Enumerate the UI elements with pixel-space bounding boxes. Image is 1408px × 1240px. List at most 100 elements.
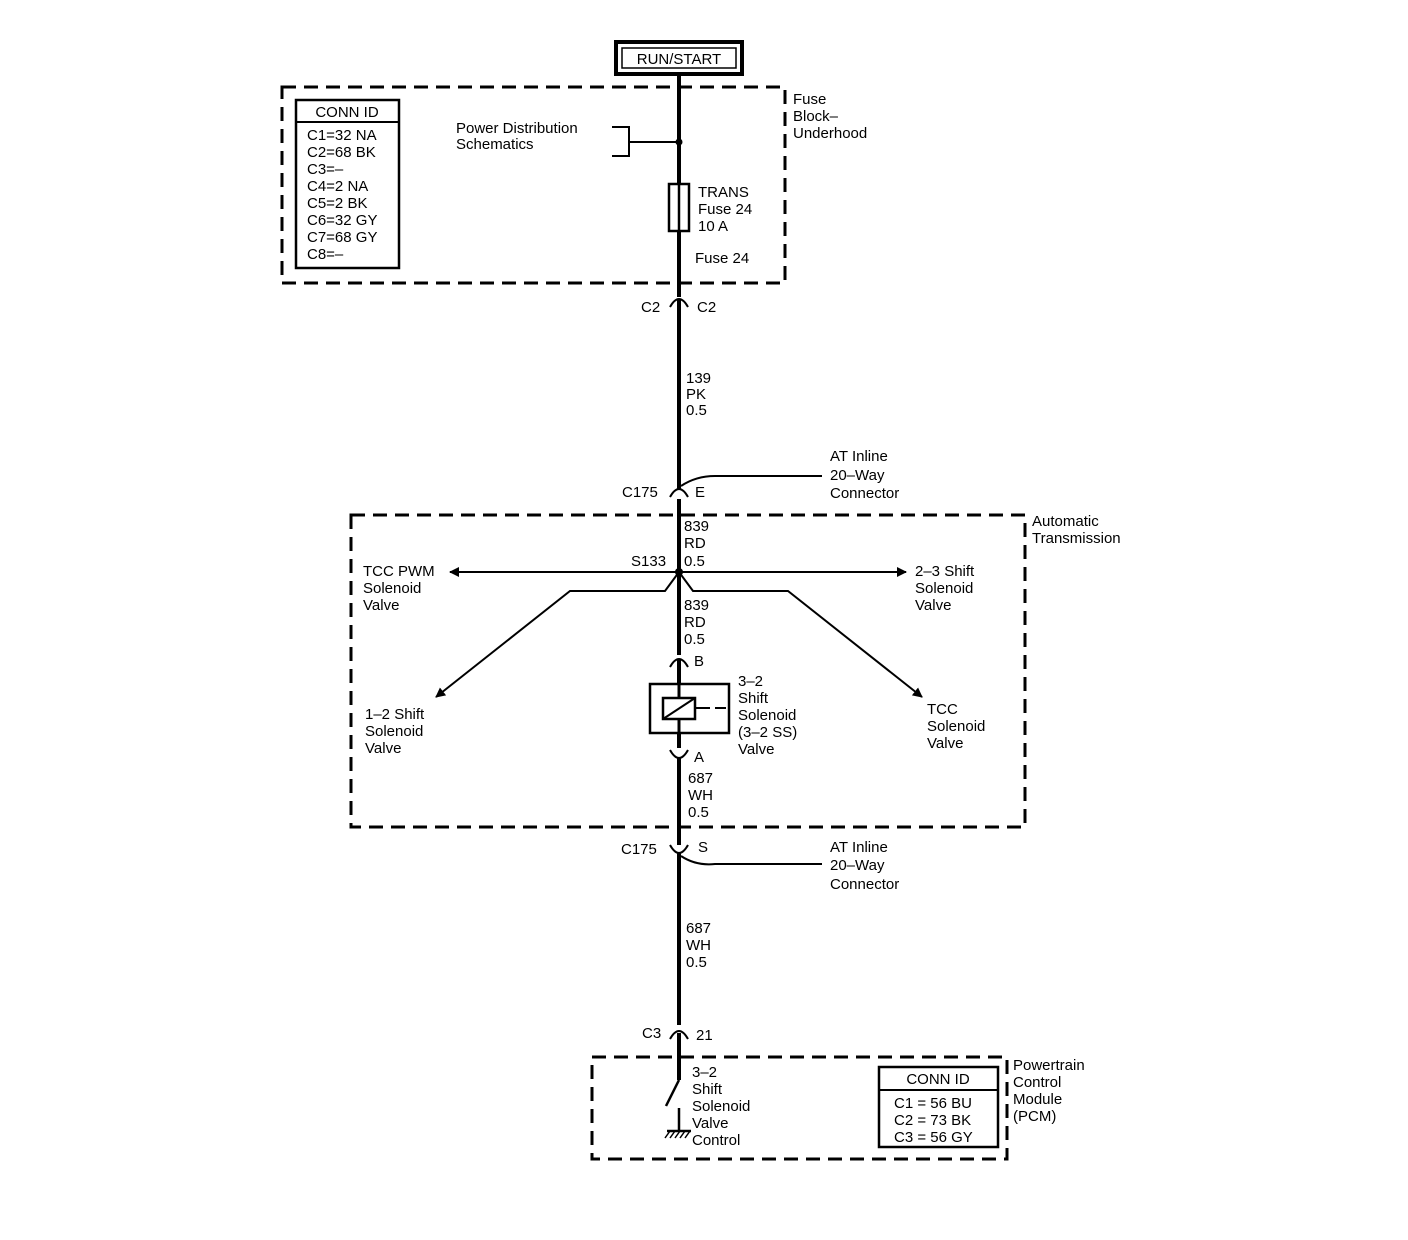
svg-text:Valve: Valve [738,741,774,758]
svg-text:Module: Module [1013,1091,1062,1108]
svg-text:Shift: Shift [738,690,769,707]
svg-text:TRANS: TRANS [698,184,749,201]
svg-text:Valve: Valve [363,597,399,614]
svg-text:S133: S133 [631,553,666,570]
svg-text:0.5: 0.5 [684,553,705,570]
svg-text:TCC PWM: TCC PWM [363,563,435,580]
svg-text:RD: RD [684,535,706,552]
svg-text:Transmission: Transmission [1032,530,1121,547]
conn-id-row: C1 = 56 BU [894,1095,972,1112]
svg-text:WH: WH [686,937,711,954]
svg-text:Valve: Valve [927,735,963,752]
connector-c175-pin-s: C175 S [621,839,822,866]
svg-text:Powertrain: Powertrain [1013,1057,1085,1074]
fuse-24-symbol [667,182,691,233]
svg-text:AT Inline: AT Inline [830,839,888,856]
svg-text:PK: PK [686,386,706,403]
conn-id-row: C8=– [307,246,344,263]
solenoid-3-2-label: 3–2 Shift Solenoid (3–2 SS) Valve [738,673,797,758]
pcm-boundary [590,1055,1009,1161]
wire-label-687-wh-lower: 687 WH 0.5 [686,920,711,971]
connector-pin-a: A [669,749,704,766]
fuse-name: Fuse 24 [695,250,749,267]
svg-text:C3: C3 [642,1025,661,1042]
conn-id-row: C1=32 NA [307,127,377,144]
svg-text:Schematics: Schematics [456,136,534,153]
conn-id-header: CONN ID [315,104,379,121]
svg-text:Solenoid: Solenoid [365,723,423,740]
svg-text:Solenoid: Solenoid [692,1098,750,1115]
svg-text:Block–: Block– [793,108,839,125]
svg-text:AT Inline: AT Inline [830,448,888,465]
branch-tcc [678,571,923,698]
conn-id-row: C2=68 BK [307,144,376,161]
fuse-block-name: Fuse Block– Underhood [793,91,867,142]
wire-label-839-rd-lower: 839 RD 0.5 [684,597,709,648]
svg-text:E: E [695,484,705,501]
connector-c175-pin-e: C175 E [622,475,822,501]
svg-text:Shift: Shift [692,1081,723,1098]
tcc-solenoid-label: TCC Solenoid Valve [927,701,985,752]
run-start-power-box: RUN/START [614,40,744,76]
ground-symbol [664,1129,691,1139]
svg-text:20–Way: 20–Way [830,467,885,484]
conn-id-row: C6=32 GY [307,212,377,229]
branch-1-2-shift [435,571,680,698]
svg-text:10 A: 10 A [698,218,728,235]
shift-2-3-solenoid-label: 2–3 Shift Solenoid Valve [915,563,975,614]
svg-text:Connector: Connector [830,485,899,502]
svg-text:RD: RD [684,614,706,631]
pcm-conn-id-table: CONN ID C1 = 56 BU C2 = 73 BK C3 = 56 GY [877,1065,1000,1149]
c175-bottom-description: AT Inline 20–Way Connector [830,839,899,893]
shift-1-2-solenoid-label: 1–2 Shift Solenoid Valve [365,706,425,757]
run-start-label: RUN/START [637,51,721,68]
conn-id-row: C3=– [307,161,344,178]
conn-id-row: C7=68 GY [307,229,377,246]
svg-text:Valve: Valve [365,740,401,757]
svg-text:B: B [694,653,704,670]
transmission-name: Automatic Transmission [1032,513,1121,547]
conn-id-row: C2 = 73 BK [894,1112,971,1129]
svg-text:Solenoid: Solenoid [738,707,796,724]
svg-text:C2: C2 [697,299,716,316]
connector-pin-b: B [669,653,704,670]
pcm-control-label: 3–2 Shift Solenoid Valve Control [692,1064,750,1149]
power-distribution-reference: Power Distribution Schematics [456,120,683,157]
pcm-name: Powertrain Control Module (PCM) [1013,1057,1085,1125]
svg-text:Control: Control [692,1132,740,1149]
wire-label-139-pk: 139 PK 0.5 [686,370,711,419]
conn-id-row: C4=2 NA [307,178,368,195]
svg-text:A: A [694,749,704,766]
svg-text:139: 139 [686,370,711,387]
svg-text:Solenoid: Solenoid [915,580,973,597]
svg-text:Fuse 24: Fuse 24 [698,201,752,218]
svg-text:C175: C175 [621,841,657,858]
svg-text:Solenoid: Solenoid [927,718,985,735]
svg-text:TCC: TCC [927,701,958,718]
svg-text:Fuse: Fuse [793,91,826,108]
fuse-block-boundary [280,85,787,285]
conn-id-row: C5=2 BK [307,195,367,212]
svg-text:Valve: Valve [915,597,951,614]
svg-text:Power Distribution: Power Distribution [456,120,578,137]
svg-text:C175: C175 [622,484,658,501]
svg-text:C2: C2 [641,299,660,316]
svg-text:(3–2 SS): (3–2 SS) [738,724,797,741]
connector-c3-pin-21: C3 21 [642,1025,713,1044]
fuse-24-label: TRANS Fuse 24 10 A Fuse 24 [695,184,752,267]
svg-text:Valve: Valve [692,1115,728,1132]
svg-text:21: 21 [696,1027,713,1044]
svg-text:WH: WH [688,787,713,804]
svg-text:0.5: 0.5 [686,402,707,419]
svg-text:2–3 Shift: 2–3 Shift [915,563,975,580]
tcc-pwm-solenoid-label: TCC PWM Solenoid Valve [363,563,435,614]
svg-text:S: S [698,839,708,856]
svg-text:(PCM): (PCM) [1013,1108,1056,1125]
svg-text:Automatic: Automatic [1032,513,1099,530]
conn-id-header: CONN ID [906,1071,970,1088]
wire-label-839-rd-upper: 839 RD 0.5 [684,518,709,570]
svg-text:Connector: Connector [830,876,899,893]
svg-text:Underhood: Underhood [793,125,867,142]
svg-text:687: 687 [686,920,711,937]
